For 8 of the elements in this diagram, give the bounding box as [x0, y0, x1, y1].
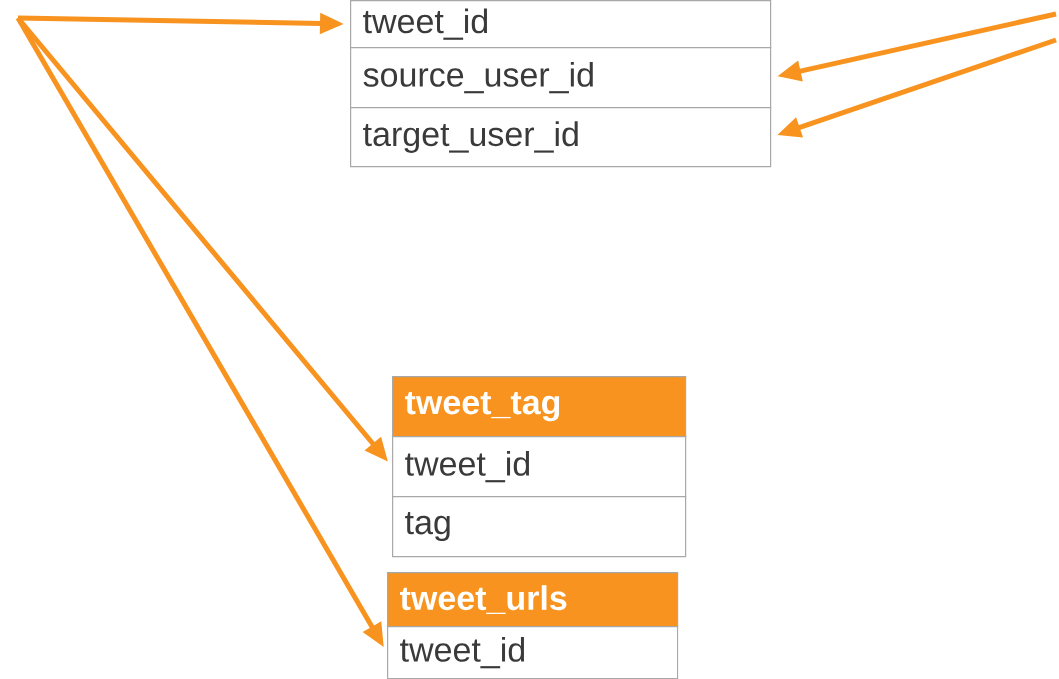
table-row: source_user_id	[350, 47, 772, 109]
table-header: tweet_urls	[387, 572, 679, 628]
table-row: tag	[392, 496, 687, 558]
table-row: tweet_id	[387, 626, 679, 679]
table-header: tweet_tag	[392, 376, 687, 438]
table-row: tweet_id	[350, 0, 772, 49]
table-row: target_user_id	[350, 107, 772, 168]
table-row: tweet_id	[392, 436, 687, 498]
